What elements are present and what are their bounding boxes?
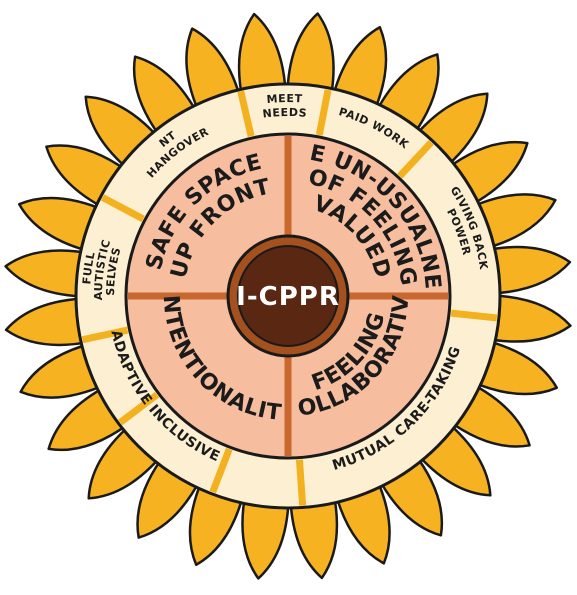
center-disc [237, 245, 339, 347]
petal [241, 490, 290, 580]
ring-divider [237, 90, 255, 137]
outer-ring-dividers [81, 89, 498, 506]
ring-label-meet-needs: NEEDS [262, 106, 308, 121]
ring-divider [315, 89, 332, 136]
petal [286, 12, 335, 102]
petal [482, 294, 572, 343]
petal [4, 297, 95, 347]
petal [289, 489, 339, 580]
center-label: I-CPPR [236, 282, 340, 312]
ring-divider [81, 326, 129, 344]
petal [481, 245, 572, 295]
ring-divider [450, 309, 498, 322]
ring-divider [295, 459, 307, 506]
ring-label-full-autistic-selves: FULL [80, 250, 97, 284]
ring-label-meet-needs: MEET [266, 92, 303, 106]
inner-dividers [128, 136, 448, 456]
ring-divider [397, 140, 434, 179]
ring-divider [209, 447, 233, 494]
petal [4, 249, 94, 298]
petal [237, 12, 287, 103]
ring-divider [100, 194, 145, 223]
ring-divider [118, 391, 160, 426]
